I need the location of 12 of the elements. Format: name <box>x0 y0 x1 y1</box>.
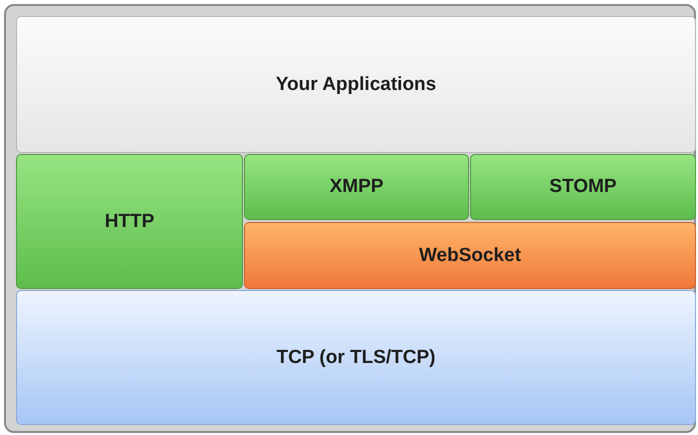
protocol-layer <box>244 222 696 289</box>
layer-label: HTTP <box>104 210 154 232</box>
protocol-layer <box>16 154 243 289</box>
layer-label: TCP (or TLS/TCP) <box>276 346 436 368</box>
application-layer <box>16 16 696 153</box>
layer-label: WebSocket <box>418 244 522 266</box>
layer-label: XMPP <box>330 176 384 198</box>
protocol-layer <box>244 154 469 220</box>
protocol-layer <box>470 154 696 220</box>
transport-layer <box>16 290 696 425</box>
layer-label: STOMP <box>549 176 617 198</box>
layer-label: Your Applications <box>276 74 436 96</box>
